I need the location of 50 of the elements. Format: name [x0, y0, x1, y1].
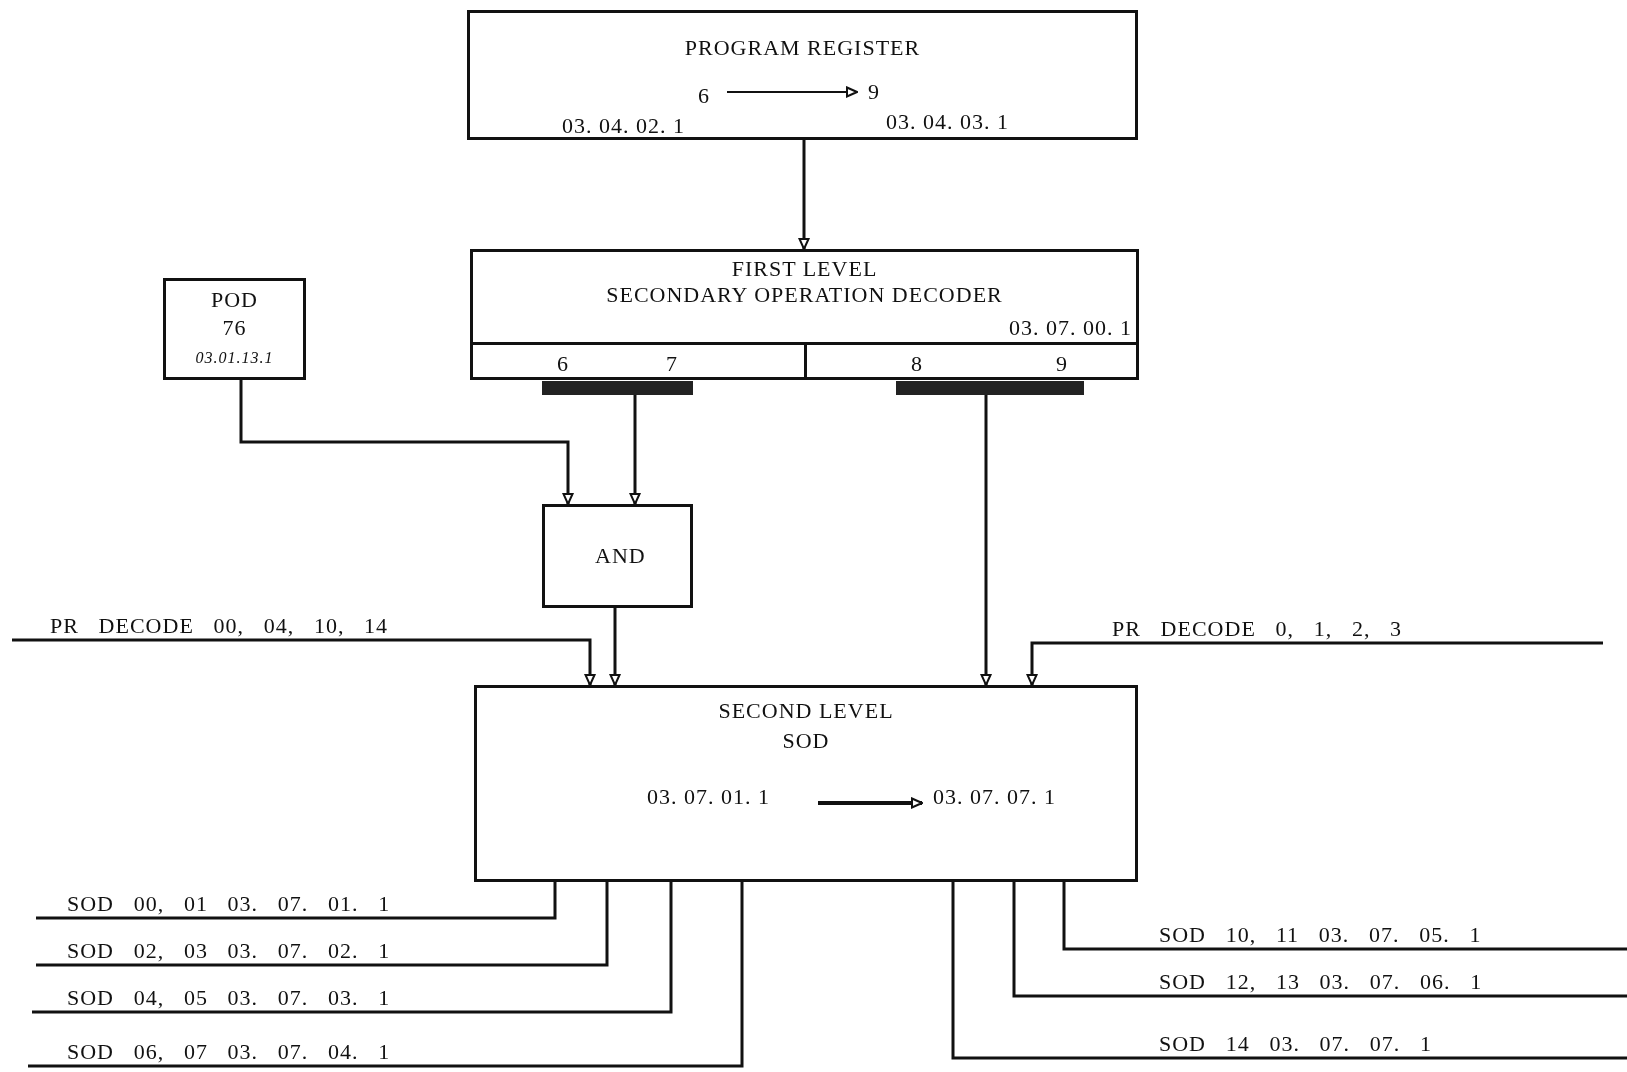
reference-number: 03. 07. 07. 1: [933, 784, 1056, 810]
arrow: [609, 608, 621, 686]
box-title: SOD: [781, 728, 831, 754]
arrow: [980, 395, 992, 686]
edge-label: PR DECODE 0, 1, 2, 3: [1112, 616, 1403, 642]
signal-line: [28, 882, 744, 1068]
arrow: [1026, 641, 1603, 686]
box-title: SECOND LEVEL: [717, 698, 895, 724]
arrow: [629, 395, 641, 505]
bit-number: 76: [221, 315, 248, 341]
reference-number: 03. 04. 02. 1: [562, 113, 685, 139]
box-title: POD: [210, 287, 259, 313]
arrow: [798, 140, 810, 250]
edge-label: SOD 04, 05 03. 07. 03. 1: [67, 985, 391, 1011]
signal-line: [1062, 882, 1627, 951]
reference-number: 03. 07. 00. 1: [1009, 315, 1132, 341]
signal-line: [951, 882, 1627, 1060]
bit-number: 9: [1056, 351, 1068, 377]
signal-line: [36, 882, 557, 920]
output-bar: [542, 381, 693, 395]
reference-number: 03. 07. 01. 1: [647, 784, 770, 810]
signal-line: [36, 882, 609, 967]
box-title: AND: [595, 543, 646, 569]
signal-line: [32, 882, 673, 1014]
edge-label: SOD 06, 07 03. 07. 04. 1: [67, 1039, 391, 1065]
edge-label: SOD 10, 11 03. 07. 05. 1: [1159, 922, 1482, 948]
arrow: [12, 638, 596, 686]
output-bar: [896, 381, 1084, 395]
and-gate-box: [542, 504, 693, 608]
pod-box: [163, 278, 306, 380]
decoder-box: [474, 685, 1138, 882]
decoder-box: [470, 249, 1139, 380]
bit-number: 6: [557, 351, 569, 377]
bit-number: 6: [698, 83, 710, 109]
bit-number: 9: [868, 79, 880, 105]
box-title: SECONDARY OPERATION DECODER: [605, 282, 1004, 308]
edge-label: SOD 00, 01 03. 07. 01. 1: [67, 891, 391, 917]
bit-number: 8: [911, 351, 923, 377]
edge-label: SOD 02, 03 03. 07. 02. 1: [67, 938, 391, 964]
edge-label: SOD 12, 13 03. 07. 06. 1: [1159, 969, 1483, 995]
arrow: [239, 380, 574, 505]
bit-number: 7: [666, 351, 678, 377]
box-title: FIRST LEVEL: [730, 256, 879, 282]
reference-number: 03.01.13.1: [194, 348, 275, 368]
register-box: [467, 10, 1138, 140]
edge-label: SOD 14 03. 07. 07. 1: [1159, 1031, 1432, 1057]
reference-number: 03. 04. 03. 1: [886, 109, 1009, 135]
box-title: PROGRAM REGISTER: [683, 35, 922, 61]
signal-line: [1012, 882, 1627, 998]
edge-label: PR DECODE 00, 04, 10, 14: [50, 613, 389, 639]
